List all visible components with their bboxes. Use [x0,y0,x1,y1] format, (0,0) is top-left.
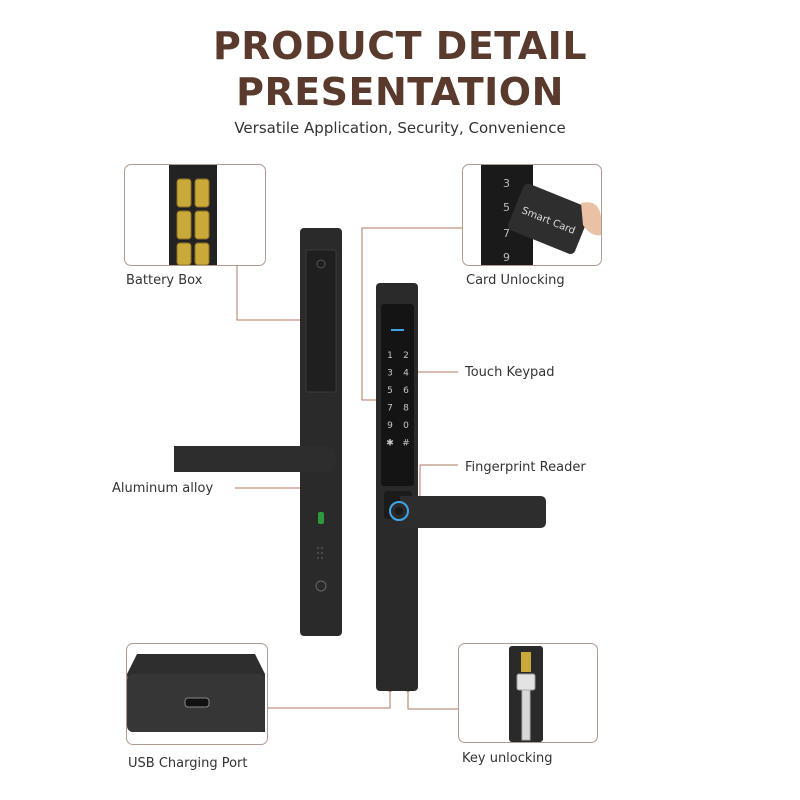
keypad-key: ✱ [386,439,394,449]
svg-text:3: 3 [503,177,510,190]
status-led [318,512,324,524]
front-handle [400,496,546,528]
svg-text:9: 9 [503,251,510,264]
label-key-unlocking: Key unlocking [462,751,553,766]
leader-battery-box [236,265,305,321]
svg-text:7: 7 [503,227,510,240]
rear-handle [174,446,336,472]
keypad-key: 7 [387,404,393,414]
key-icon [509,646,543,742]
label-usb-charging-port: USB Charging Port [128,756,248,771]
usb-port-icon [127,654,265,732]
keypad-key: 0 [403,421,409,431]
label-fingerprint-reader: Fingerprint Reader [465,460,586,475]
keypad-key: 9 [387,421,393,431]
keypad-key: 6 [403,386,409,396]
label-card-unlocking: Card Unlocking [466,273,565,288]
leader-lines [235,227,462,710]
keypad-key: 3 [387,369,393,379]
keypad-key: 1 [387,351,393,361]
keypad-key: # [402,439,410,449]
label-battery-box: Battery Box [126,273,203,288]
key-unlocking-inset [458,643,598,743]
label-aluminum-alloy: Aluminum alloy [112,481,214,496]
label-touch-keypad: Touch Keypad [465,365,555,380]
leader-key-unlocking [407,690,458,710]
battery-icon [169,165,217,265]
leader-usb-port [266,690,391,709]
keypad-key: 4 [403,369,409,379]
keypad-key: 2 [403,351,409,361]
page-title-line1: PRODUCT DETAIL [212,24,588,68]
svg-text:5: 5 [503,201,510,214]
rear-lock-body [300,228,342,636]
battery-box-inset [124,164,266,266]
page-subtitle: Versatile Application, Security, Conveni… [234,119,566,137]
keypad-key: 8 [403,404,409,414]
keypad-key: 5 [387,386,393,396]
usb-port-inset [126,643,268,745]
page-title-line2: PRESENTATION [236,70,564,114]
